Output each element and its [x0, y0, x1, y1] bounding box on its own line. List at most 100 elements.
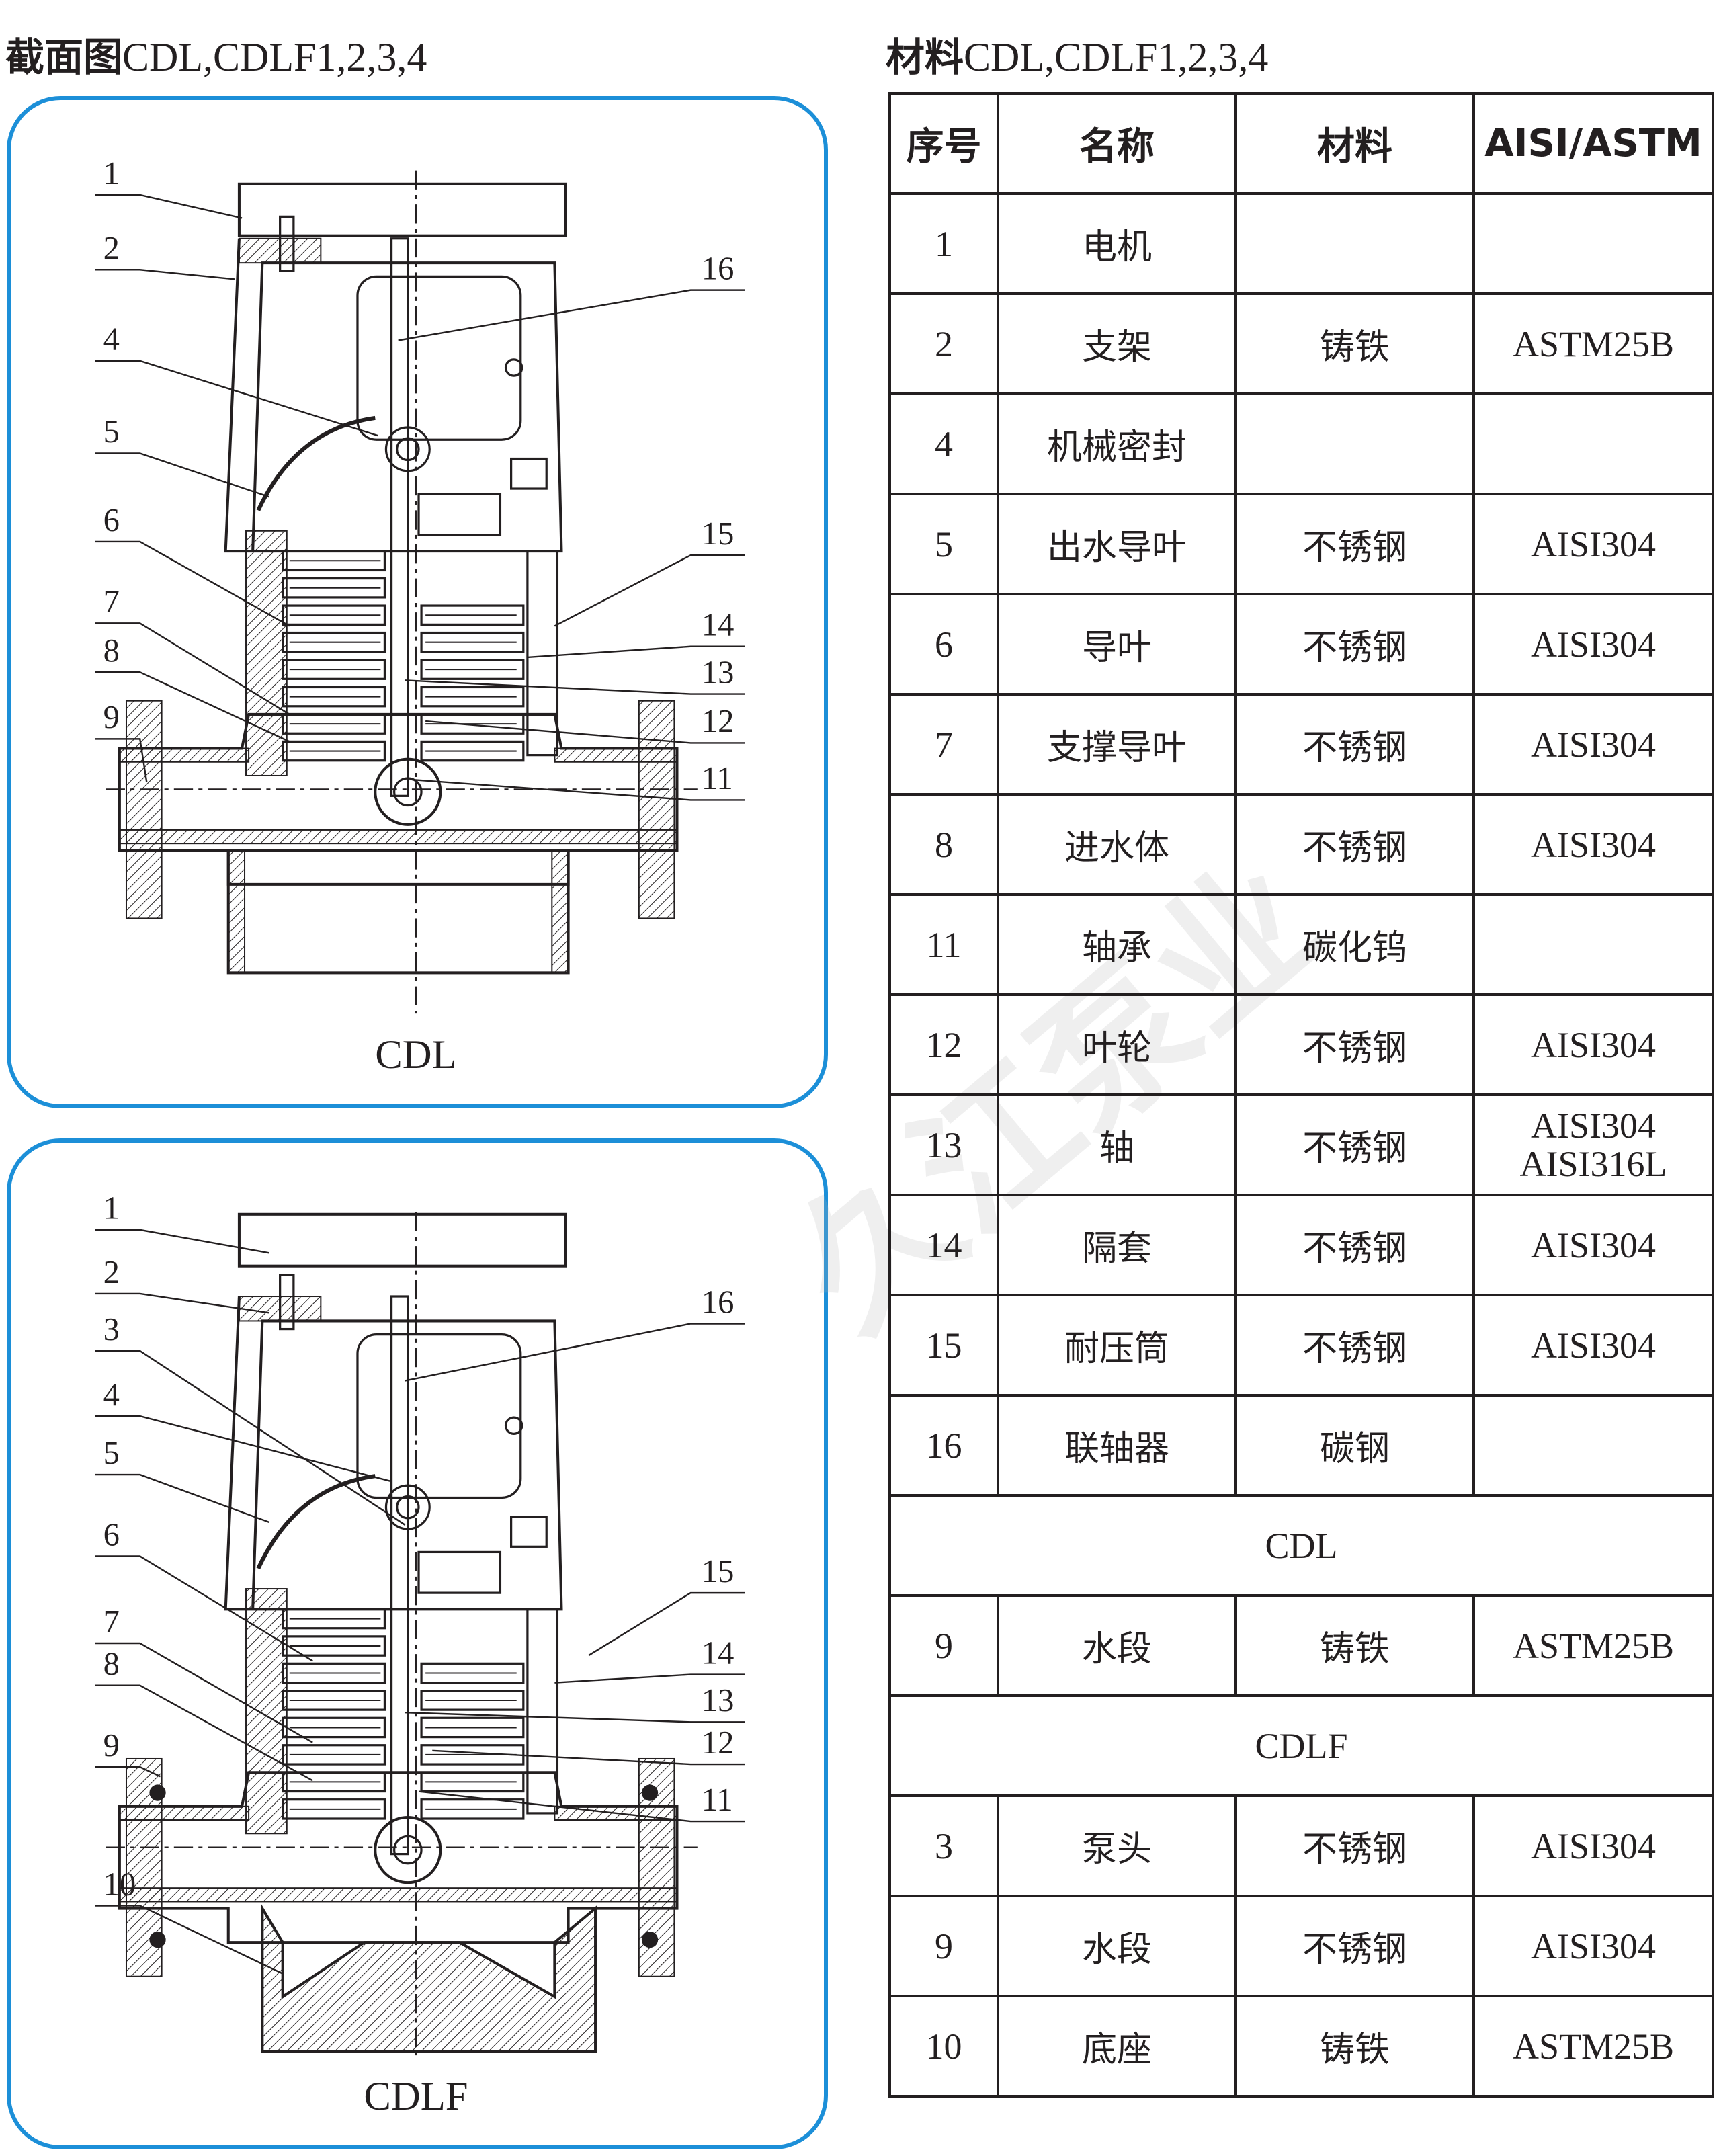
leader-line [95, 194, 243, 219]
cell-material: 铸铁 [1234, 292, 1475, 395]
callout-number: 9 [103, 699, 120, 735]
mechanical-seal [256, 415, 376, 511]
cell-name: 电机 [997, 192, 1237, 295]
cell-name: 支架 [997, 292, 1237, 395]
shaft [390, 237, 409, 797]
cell-no: 4 [888, 392, 999, 495]
impeller-stage [282, 550, 386, 572]
cell-material: 铸铁 [1234, 1995, 1475, 2098]
callout-number: 5 [103, 1435, 120, 1471]
callout-number: 14 [702, 1634, 735, 1671]
cell-no: 1 [888, 192, 999, 295]
impeller-stage [420, 1716, 525, 1739]
leader-line [95, 1229, 269, 1254]
screw [504, 358, 523, 377]
impeller-stage [282, 1662, 386, 1684]
o-ring [149, 1931, 166, 1948]
bolt [279, 1274, 295, 1331]
callout-number: 11 [702, 760, 733, 796]
cell-material: 不锈钢 [1234, 693, 1475, 796]
cell-std: AISI304 [1472, 1794, 1714, 1897]
section-materials-title: 材料CDL,CDLF1,2,3,4 [886, 34, 1269, 80]
bracket [224, 238, 563, 553]
cell-std: ASTM25B [1472, 1594, 1714, 1697]
column-header: 名称 [997, 92, 1237, 195]
cell-name: 机械密封 [997, 392, 1237, 495]
cell-std [1472, 893, 1714, 996]
nut [509, 1516, 548, 1548]
motor-flange [237, 1212, 567, 1268]
cell-material: 不锈钢 [1234, 1895, 1475, 1997]
column-header: 序号 [888, 92, 999, 195]
leader-line [405, 1711, 745, 1723]
cell-material: 不锈钢 [1234, 993, 1475, 1096]
diagram-label: CDL [375, 1032, 456, 1077]
callout-number: 2 [103, 1254, 120, 1290]
impeller-stage [420, 631, 525, 653]
impeller-stage [282, 740, 386, 762]
cell-std: AISI304 [1472, 1194, 1714, 1296]
impeller-stage [282, 1798, 386, 1820]
table-section-row: CDL [888, 1494, 1714, 1597]
cell-name: 泵头 [997, 1794, 1237, 1897]
bearing [392, 777, 423, 807]
cell-material [1234, 392, 1475, 495]
base-plate [261, 1903, 597, 2053]
leader-line [405, 679, 745, 695]
leader-line [95, 671, 290, 743]
callout-number: 3 [103, 1311, 120, 1348]
impeller-stage [420, 1690, 525, 1711]
outer-sleeve-left [245, 530, 288, 776]
cell-material: 不锈钢 [1234, 1794, 1475, 1897]
leader-line [588, 1591, 745, 1657]
cell-name: 耐压筒 [997, 1294, 1237, 1397]
inlet-eye [374, 757, 442, 826]
bracket [224, 1296, 563, 1611]
callout-number: 4 [103, 1376, 120, 1413]
callout-number: 4 [103, 321, 120, 358]
cell-no: 7 [888, 693, 999, 796]
pump-foot [226, 849, 570, 975]
impeller-stage [282, 1716, 386, 1739]
cell-name: 出水导叶 [997, 493, 1237, 595]
callout-number: 15 [702, 1553, 735, 1589]
cell-no: 12 [888, 993, 999, 1096]
cell-name: 联轴器 [997, 1394, 1237, 1497]
label-plate [417, 1550, 502, 1594]
callout-number: 7 [103, 1604, 120, 1640]
cell-material [1234, 192, 1475, 295]
inlet-eye [374, 1815, 442, 1884]
leader-line [405, 1323, 745, 1382]
impeller-stage [282, 577, 386, 599]
pump-base [118, 712, 679, 886]
callout-number: 2 [103, 230, 120, 266]
callout-number: 13 [702, 1682, 735, 1718]
callout-number: 8 [103, 632, 120, 669]
callout-number: 9 [103, 1727, 120, 1764]
cell-name: 支撑导叶 [997, 693, 1237, 796]
impeller-stage [420, 1798, 525, 1820]
cell-material: 铸铁 [1234, 1594, 1475, 1697]
callout-number: 1 [103, 155, 120, 192]
diagram-label: CDLF [364, 2074, 468, 2119]
pump-base [118, 1771, 679, 1944]
base-hatch [118, 829, 678, 845]
foot-hatch [227, 849, 246, 974]
cell-material: 不锈钢 [1234, 1294, 1475, 1397]
leader-line [95, 452, 269, 498]
leader-line [95, 1766, 161, 1778]
leader-line [95, 1905, 284, 1975]
table-section-row: CDLF [888, 1694, 1714, 1797]
callout-number: 11 [702, 1782, 733, 1818]
cell-std: ASTM25B [1472, 1995, 1714, 2098]
cell-no: 16 [888, 1394, 999, 1497]
outlet-flange [638, 700, 675, 919]
cell-no: 14 [888, 1194, 999, 1296]
leader-line [554, 554, 745, 627]
